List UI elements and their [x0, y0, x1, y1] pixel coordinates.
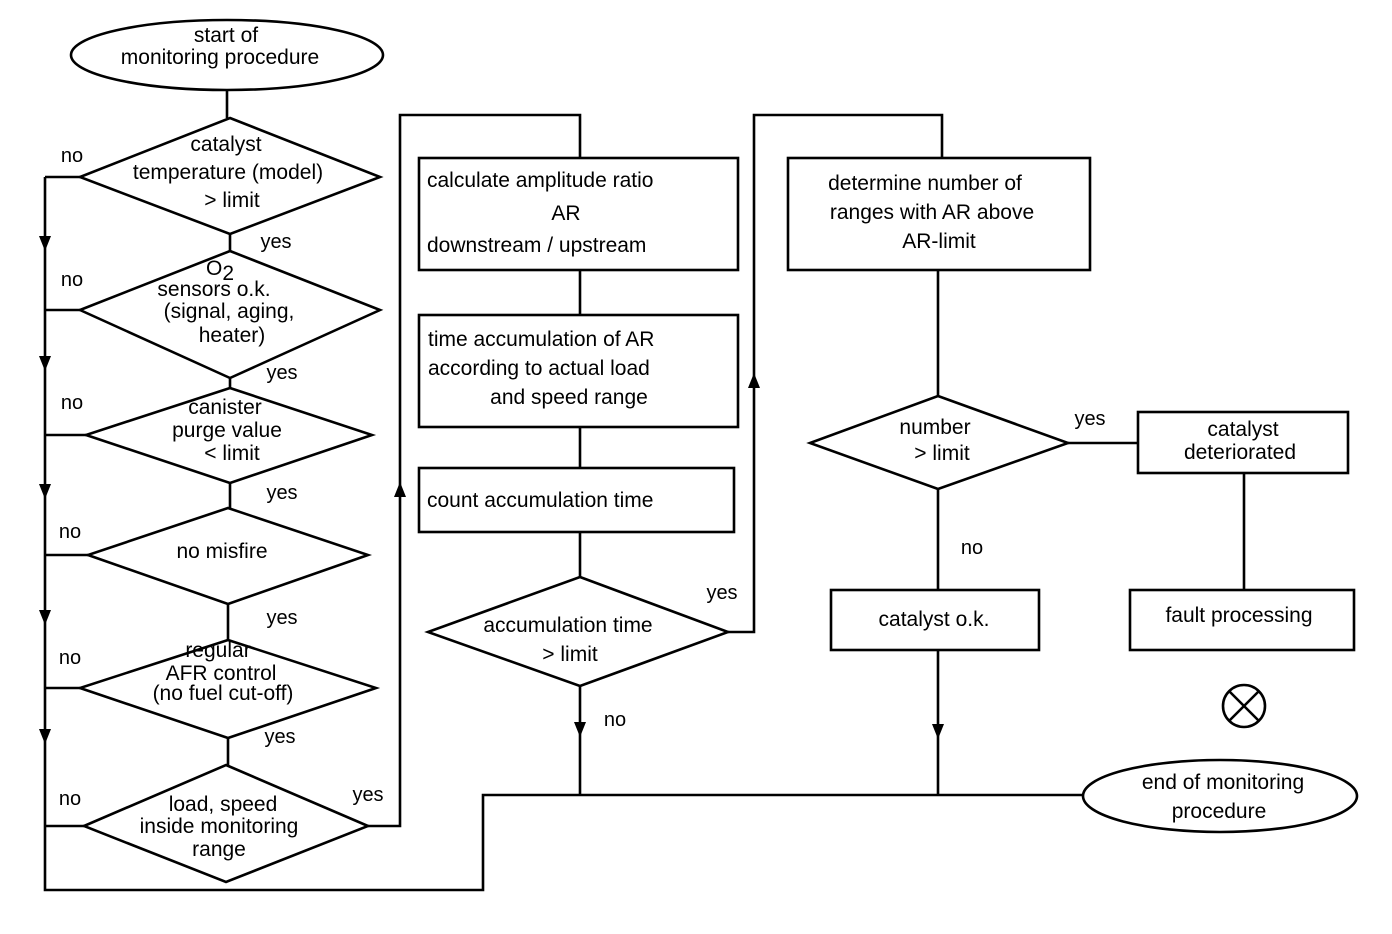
- connector-yes-load-to-calc: [368, 113, 582, 828]
- decision-afr-control: [75, 638, 381, 740]
- determine-line-2: ranges with AR above: [830, 201, 1034, 224]
- load-line-2: inside monitoring: [140, 815, 299, 838]
- calc-ar-line-2: AR: [551, 202, 580, 225]
- decision-canister-purge: [81, 386, 377, 485]
- canister-line-1: canister: [188, 396, 262, 419]
- o2-line-1: O2: [206, 257, 234, 285]
- number-line-2: > limit: [914, 442, 970, 465]
- yes-label: yes: [1074, 408, 1105, 430]
- no-label: no: [61, 145, 83, 167]
- yes-label: yes: [266, 607, 297, 629]
- time-accum-line-3: and speed range: [490, 386, 648, 409]
- yes-label: yes: [706, 582, 737, 604]
- load-line-3: range: [192, 838, 246, 861]
- decision-misfire: [83, 506, 373, 606]
- end-line-2: procedure: [1172, 800, 1267, 823]
- no-label: no: [604, 709, 626, 731]
- fault-processing-line-1: fault processing: [1165, 604, 1312, 627]
- number-line-1: number: [899, 416, 970, 439]
- start-terminator: [69, 18, 385, 92]
- no-label: no: [61, 269, 83, 291]
- connector-accum-limit-yes: [728, 113, 944, 634]
- catalyst-temp-line-1: catalyst: [190, 133, 261, 156]
- arrowheads: [39, 236, 944, 744]
- start-line-1: start of: [194, 24, 258, 47]
- arrowhead-up: [394, 482, 406, 497]
- result-catalyst-ok: [829, 588, 1041, 652]
- connectors: [43, 90, 1246, 892]
- determine-line-3: AR-limit: [902, 230, 976, 253]
- process-count-accumulation: [417, 466, 736, 534]
- catalyst-temp-line-3: > limit: [204, 189, 260, 212]
- start-line-2: monitoring procedure: [121, 46, 319, 69]
- yes-label: yes: [260, 231, 291, 253]
- time-accum-line-2: according to actual load: [428, 357, 650, 380]
- count-line-1: count accumulation time: [427, 489, 653, 512]
- decision-number-limit: [806, 394, 1072, 491]
- yes-label: yes: [264, 726, 295, 748]
- time-accum-line-1: time accumulation of AR: [428, 328, 654, 351]
- arrowhead-down: [39, 356, 51, 371]
- afr-line-1: regular: [185, 639, 250, 662]
- deteriorated-line-2: deteriorated: [1184, 441, 1296, 464]
- o2-line-4: heater): [199, 324, 266, 347]
- no-label: no: [61, 392, 83, 414]
- canister-line-2: purge value: [172, 419, 282, 442]
- arrowhead-down: [39, 610, 51, 625]
- end-terminator: [1081, 758, 1359, 834]
- calc-ar-line-3: downstream / upstream: [427, 234, 646, 257]
- node-texts: start of monitoring procedure catalyst t…: [121, 24, 1313, 861]
- process-time-accumulation: [417, 313, 740, 429]
- no-label: no: [59, 788, 81, 810]
- yes-label: yes: [352, 784, 383, 806]
- o2-line-3: (signal, aging,: [164, 300, 295, 323]
- afr-line-3: (no fuel cut-off): [153, 682, 294, 705]
- arrowhead-down: [39, 484, 51, 499]
- decision-o2-sensors: [76, 249, 384, 380]
- arrowhead-down: [574, 722, 586, 737]
- arrowhead-down: [39, 729, 51, 744]
- end-line-1: end of monitoring: [1142, 771, 1304, 794]
- process-determine-ranges: [786, 156, 1092, 272]
- arrowhead-down: [932, 724, 944, 739]
- no-label: no: [961, 537, 983, 559]
- accum-limit-line-2: > limit: [542, 643, 598, 666]
- misfire-line-1: no misfire: [176, 540, 267, 563]
- yes-label: yes: [266, 362, 297, 384]
- decision-catalyst-temperature: [76, 116, 384, 236]
- result-catalyst-deteriorated: [1136, 410, 1350, 475]
- catalyst-temp-line-2: temperature (model): [133, 161, 323, 184]
- accum-limit-line-1: accumulation time: [483, 614, 652, 637]
- arrowhead-down: [39, 236, 51, 251]
- connector-left-bus: [43, 177, 1083, 892]
- afr-line-2: AFR control: [166, 662, 277, 685]
- shapes: [69, 18, 1359, 884]
- determine-line-1: determine number of: [828, 172, 1022, 195]
- no-label: no: [59, 521, 81, 543]
- yes-label: yes: [266, 482, 297, 504]
- stop-symbol-icon: [1221, 683, 1267, 729]
- calc-ar-line-1: calculate amplitude ratio: [427, 169, 653, 192]
- canister-line-3: < limit: [204, 442, 260, 465]
- no-label: no: [59, 647, 81, 669]
- process-fault-processing: [1128, 588, 1356, 652]
- load-line-1: load, speed: [169, 793, 278, 816]
- o2-line-2: sensors o.k.: [157, 278, 270, 301]
- decision-accumulation-time: [424, 575, 732, 688]
- catalyst-ok-line-1: catalyst o.k.: [879, 608, 990, 631]
- branch-labels: no yes no yes no yes no yes no yes no ye…: [59, 145, 1106, 810]
- arrowhead-up: [748, 373, 760, 388]
- process-calculate-ar: [417, 156, 740, 272]
- decision-load-speed: [80, 763, 372, 884]
- deteriorated-line-1: catalyst: [1207, 418, 1278, 441]
